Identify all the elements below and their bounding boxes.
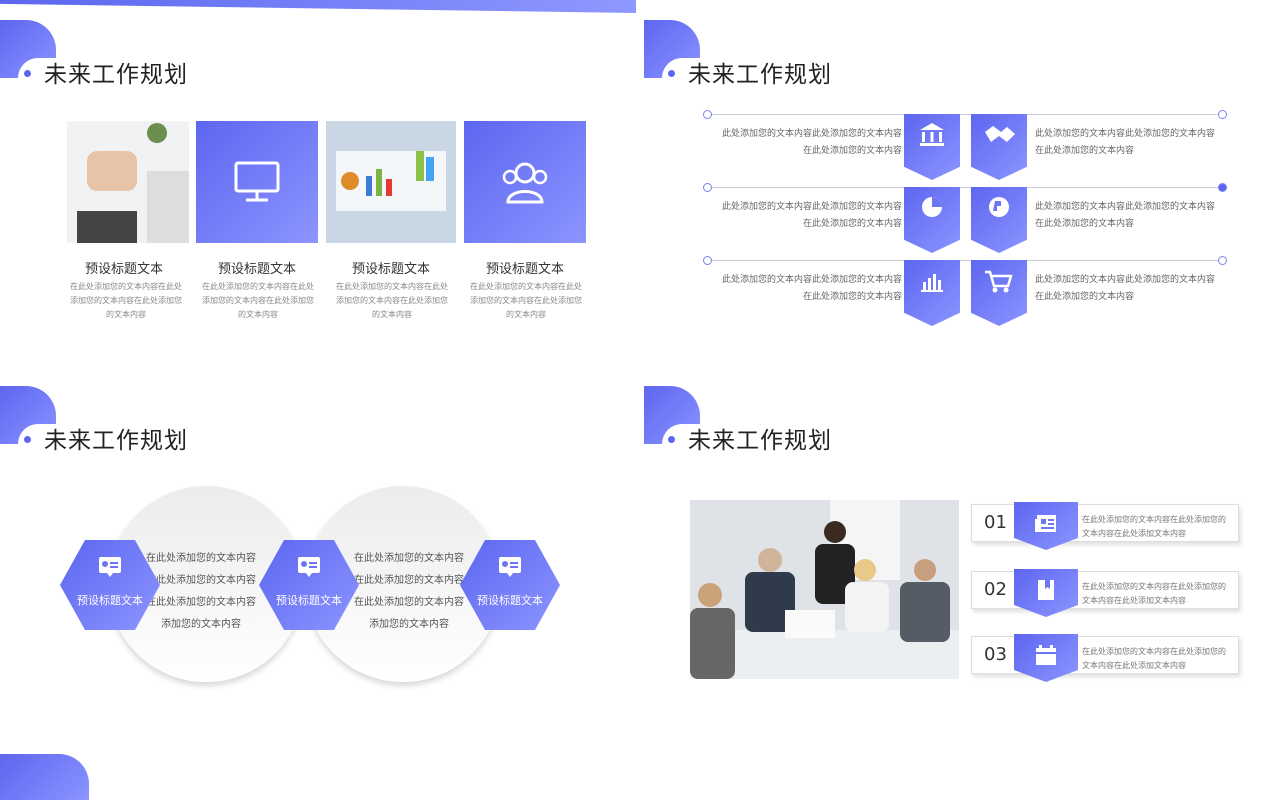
text-line: 在此处添加您的文本内容: [146, 575, 256, 586]
card-title: 预设标题文本: [351, 262, 430, 277]
ribbon-globe: [971, 187, 1027, 253]
text-line: 在此处添加您的文本内容: [1035, 219, 1135, 229]
item-number: 01: [984, 512, 1007, 533]
corner-blob: [644, 20, 702, 88]
monitor-icon: [234, 161, 280, 202]
text-line: 在此处添加您的文本内容: [146, 597, 256, 608]
timeline-node: [1218, 256, 1227, 265]
text-line: 在此处添加您的文本内容: [354, 597, 464, 608]
hex-label: 预设标题文本: [77, 594, 143, 607]
next-slide-blob: [0, 754, 89, 800]
text-line: 此处添加您的文本内容此处添加您的文本内容: [1035, 202, 1216, 212]
presentation-icon: [99, 557, 121, 577]
timeline-line: [710, 187, 1220, 188]
item-text: 在此处添加您的文本内容在此处添加您的文本内容在此处添加文本内容: [1082, 515, 1226, 538]
corner-blob: [0, 20, 58, 88]
title-dot: [24, 70, 31, 77]
text-line: 添加您的文本内容: [161, 619, 241, 630]
card-photo-chart: [326, 121, 456, 243]
timeline-text-right: 此处添加您的文本内容此处添加您的文本内容 在此处添加您的文本内容: [1035, 126, 1235, 160]
pie-chart-icon: [922, 197, 942, 217]
ribbon-bar-chart: [904, 260, 960, 326]
item-number: 02: [984, 579, 1007, 600]
timeline-text-right: 此处添加您的文本内容此处添加您的文本内容 在此处添加您的文本内容: [1035, 199, 1235, 233]
timeline-text-right: 此处添加您的文本内容此处添加您的文本内容 在此处添加您的文本内容: [1035, 272, 1235, 306]
slide-title: 未来工作规划: [44, 62, 188, 88]
item-text: 在此处添加您的文本内容在此处添加您的文本内容在此处添加文本内容: [1082, 582, 1226, 605]
text-line: 在此处添加您的文本内容: [354, 575, 464, 586]
card-users: [464, 121, 586, 243]
timeline-node: [703, 110, 712, 119]
circle-text: 在此处添加您的文本内容 在此处添加您的文本内容 在此处添加您的文本内容 添加您的…: [344, 548, 474, 636]
numbered-item: 01 在此处添加您的文本内容在此处添加您的文本内容在此处添加文本内容: [971, 502, 1239, 550]
timeline-line: [710, 260, 1220, 261]
globe-icon: [989, 197, 1009, 217]
text-line: 此处添加您的文本内容此处添加您的文本内容: [721, 202, 902, 212]
timeline-node: [703, 256, 712, 265]
top-bar: [0, 0, 636, 13]
text-line: 在此处添加您的文本内容: [802, 146, 902, 156]
text-line: 此处添加您的文本内容此处添加您的文本内容: [721, 275, 902, 285]
timeline-text-left: 此处添加您的文本内容此处添加您的文本内容 在此处添加您的文本内容: [702, 272, 902, 306]
timeline-node: [1218, 183, 1227, 192]
text-line: 在此处添加您的文本内容: [802, 292, 902, 302]
bank-icon: [920, 123, 944, 146]
text-line: 在此处添加您的文本内容: [1035, 292, 1135, 302]
circle-text: 在此处添加您的文本内容 在此处添加您的文本内容 在此处添加您的文本内容 添加您的…: [136, 548, 266, 636]
card-desc: 在此处添加您的文本内容在此处添加您的文本内容在此处添加您的文本内容: [70, 282, 182, 319]
presentation-icon: [499, 557, 521, 577]
bar-chart-icon: [921, 274, 943, 292]
presentation-icon: [298, 557, 320, 577]
text-line: 在此处添加您的文本内容: [802, 219, 902, 229]
timeline-text-left: 此处添加您的文本内容此处添加您的文本内容 在此处添加您的文本内容: [702, 126, 902, 160]
item-text: 在此处添加您的文本内容在此处添加您的文本内容在此处添加文本内容: [1082, 647, 1226, 670]
ribbon-bank: [904, 114, 960, 180]
timeline-node: [1218, 110, 1227, 119]
meeting-photo: [690, 500, 959, 679]
card-photo-laptop: [67, 121, 189, 243]
numbered-item: 03 在此处添加您的文本内容在此处添加您的文本内容在此处添加文本内容: [971, 634, 1239, 682]
title-dot: [668, 436, 675, 443]
card-title: 预设标题文本: [84, 262, 163, 277]
hex-label: 预设标题文本: [477, 594, 543, 607]
title-dot: [668, 70, 675, 77]
text-line: 此处添加您的文本内容此处添加您的文本内容: [1035, 129, 1216, 139]
card-monitor: [196, 121, 318, 243]
handshake-icon: [985, 126, 1015, 142]
ribbon-pie: [904, 187, 960, 253]
calendar-icon: [1036, 645, 1056, 665]
text-line: 在此处添加您的文本内容: [354, 553, 464, 564]
text-line: 此处添加您的文本内容此处添加您的文本内容: [1035, 275, 1216, 285]
text-line: 在此处添加您的文本内容: [1035, 146, 1135, 156]
card-desc: 在此处添加您的文本内容在此处添加您的文本内容在此处添加您的文本内容: [202, 282, 314, 319]
text-line: 添加您的文本内容: [369, 619, 449, 630]
timeline-node: [703, 183, 712, 192]
item-number: 03: [984, 644, 1007, 665]
newspaper-icon: [1035, 515, 1056, 532]
numbered-item: 02 在此处添加您的文本内容在此处添加您的文本内容在此处添加文本内容: [971, 569, 1239, 617]
corner-blob: [0, 386, 58, 454]
corner-blob: [644, 386, 702, 454]
card-desc: 在此处添加您的文本内容在此处添加您的文本内容在此处添加您的文本内容: [470, 282, 582, 319]
slide-title: 未来工作规划: [688, 428, 832, 454]
ribbon-handshake: [971, 114, 1027, 180]
card-desc: 在此处添加您的文本内容在此处添加您的文本内容在此处添加您的文本内容: [336, 282, 448, 319]
users-icon: [502, 162, 548, 204]
timeline-line: [710, 114, 1220, 115]
shopping-cart-icon: [985, 270, 1013, 293]
card-title: 预设标题文本: [485, 262, 564, 277]
timeline-text-left: 此处添加您的文本内容此处添加您的文本内容 在此处添加您的文本内容: [702, 199, 902, 233]
text-line: 在此处添加您的文本内容: [146, 553, 256, 564]
card-title: 预设标题文本: [217, 262, 296, 277]
slide-title: 未来工作规划: [44, 428, 188, 454]
title-dot: [24, 436, 31, 443]
slide-title: 未来工作规划: [688, 62, 832, 88]
slide-1: 未来工作规划: [0, 0, 636, 362]
slide-2: 未来工作规划: [644, 0, 1280, 362]
text-line: 此处添加您的文本内容此处添加您的文本内容: [721, 129, 902, 139]
bookmark-icon: [1038, 580, 1054, 600]
hex-label: 预设标题文本: [276, 594, 342, 607]
ribbon-cart: [971, 260, 1027, 326]
